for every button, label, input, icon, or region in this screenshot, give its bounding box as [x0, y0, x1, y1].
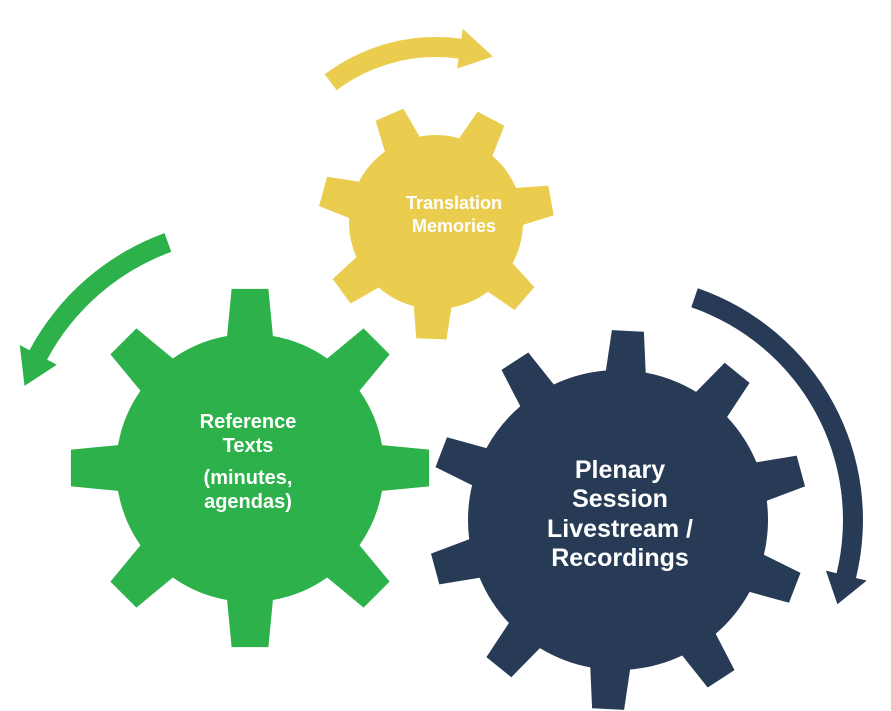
- curved-arrow-up-icon: [324, 28, 493, 91]
- plenary-line-4: Recordings: [551, 543, 689, 572]
- plenary-session-label: Plenary Session Livestream / Recordings: [520, 456, 720, 573]
- translation-memories-label: Translation Memories: [354, 192, 554, 239]
- translation-line-1: Translation: [405, 193, 503, 213]
- curved-arrow-down-right-icon: [691, 288, 867, 605]
- curved-arrow-down-left-icon: [19, 233, 172, 386]
- reference-texts-label: Reference Texts (minutes, agendas): [148, 410, 348, 514]
- reference-line-3: (minutes,: [203, 467, 293, 489]
- reference-line-1: Reference: [199, 411, 297, 433]
- plenary-line-1: Plenary: [574, 456, 666, 484]
- reference-line-2: Texts: [222, 435, 274, 457]
- plenary-line-2: Session: [572, 485, 668, 514]
- plenary-line-3: Livestream /: [547, 514, 693, 543]
- reference-texts-gear: [70, 288, 430, 648]
- translation-memories-gear: [319, 108, 554, 340]
- translation-line-2: Memories: [411, 216, 497, 237]
- reference-line-4: agendas): [204, 491, 292, 513]
- plenary-session-gear: [431, 330, 805, 710]
